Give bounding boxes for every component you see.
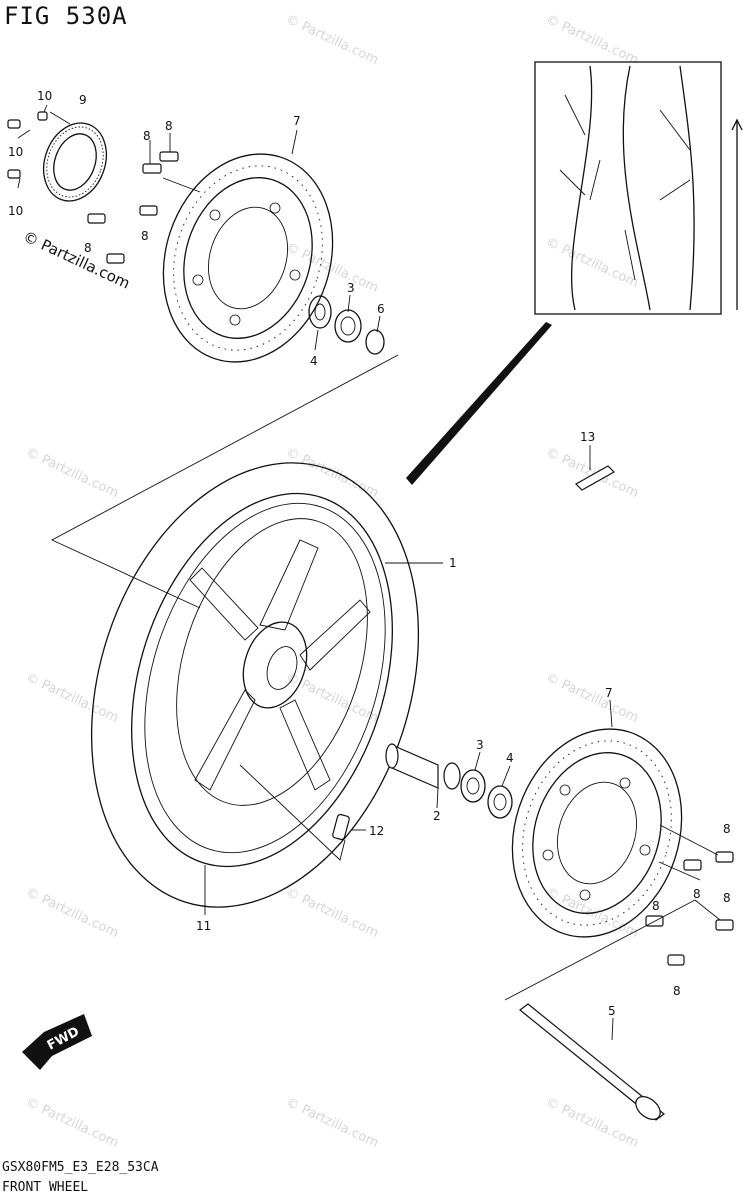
watermark: © Partzilla.com — [283, 1095, 380, 1151]
watermark-layer: © Partzilla.com © Partzilla.com © Partzi… — [23, 12, 640, 1151]
leader-lines — [17, 104, 721, 1041]
callout-number: 10 — [8, 204, 23, 218]
callout-number: 10 — [37, 89, 52, 103]
watermark: © Partzilla.com — [543, 670, 640, 726]
callout-number: 8 — [143, 129, 151, 143]
callout-number: 12 — [369, 824, 384, 838]
callout-number: 8 — [673, 984, 681, 998]
callout-number: 1 — [449, 556, 457, 570]
valve-icon — [332, 813, 350, 841]
callout-number: 3 — [476, 738, 484, 752]
model-code: GSX80FM5_E3_E28_53CA — [2, 1160, 159, 1175]
callout-number: 8 — [723, 822, 731, 836]
callout-number: 13 — [580, 430, 595, 444]
callout-number: 3 — [347, 281, 355, 295]
watermark: © Partzilla.com — [283, 885, 380, 941]
watermark: © Partzilla.com — [23, 670, 120, 726]
screw-icon — [7, 111, 48, 179]
callout-number: 8 — [84, 241, 92, 255]
inset-pointer — [406, 322, 552, 485]
lower-bearing-set — [385, 743, 513, 819]
callout-number: 9 — [79, 93, 87, 107]
callout-number: 10 — [8, 145, 23, 159]
callout-number: 11 — [196, 919, 211, 933]
callout-number: 2 — [433, 809, 441, 823]
watermark: © Partzilla.com — [543, 1095, 640, 1151]
front-wheel — [90, 462, 420, 908]
watermark: © Partzilla.com — [23, 445, 120, 501]
assembly-name: FRONT WHEEL — [2, 1180, 89, 1195]
upper-bearing-set — [308, 295, 385, 355]
callout-number: 8 — [165, 119, 173, 133]
watermark: © Partzilla.com — [543, 235, 640, 291]
callout-number: 6 — [377, 302, 385, 316]
callout-number: 5 — [608, 1004, 616, 1018]
callout-number: 4 — [310, 354, 318, 368]
watermark: © Partzilla.com — [23, 885, 120, 941]
callout-number: 4 — [506, 751, 514, 765]
callout-labels: 10 9 10 10 8 8 7 8 8 3 6 4 13 1 7 3 4 2 … — [8, 89, 731, 1018]
watermark: © Partzilla.com — [543, 12, 640, 68]
watermark: © Partzilla.com — [543, 445, 640, 501]
callout-number: 7 — [293, 114, 301, 128]
callout-number: 8 — [693, 887, 701, 901]
callout-number: 8 — [652, 899, 660, 913]
front-axle — [519, 1003, 665, 1121]
tire-tread-inset — [534, 61, 743, 315]
callout-number: 8 — [141, 229, 149, 243]
bolt-icon — [87, 151, 179, 264]
watermark: © Partzilla.com — [283, 670, 380, 726]
lower-brake-disc — [511, 728, 683, 938]
balance-weight — [575, 465, 615, 491]
callout-number: 7 — [605, 686, 613, 700]
callout-number: 8 — [723, 891, 731, 905]
forward-arrow-icon: FWD — [22, 1014, 92, 1070]
watermark: © Partzilla.com — [283, 12, 380, 68]
abs-sensor-ring — [43, 122, 107, 202]
upper-brake-disc — [162, 153, 334, 363]
figure-title: FIG 530A — [4, 2, 128, 30]
watermark: © Partzilla.com — [23, 1095, 120, 1151]
